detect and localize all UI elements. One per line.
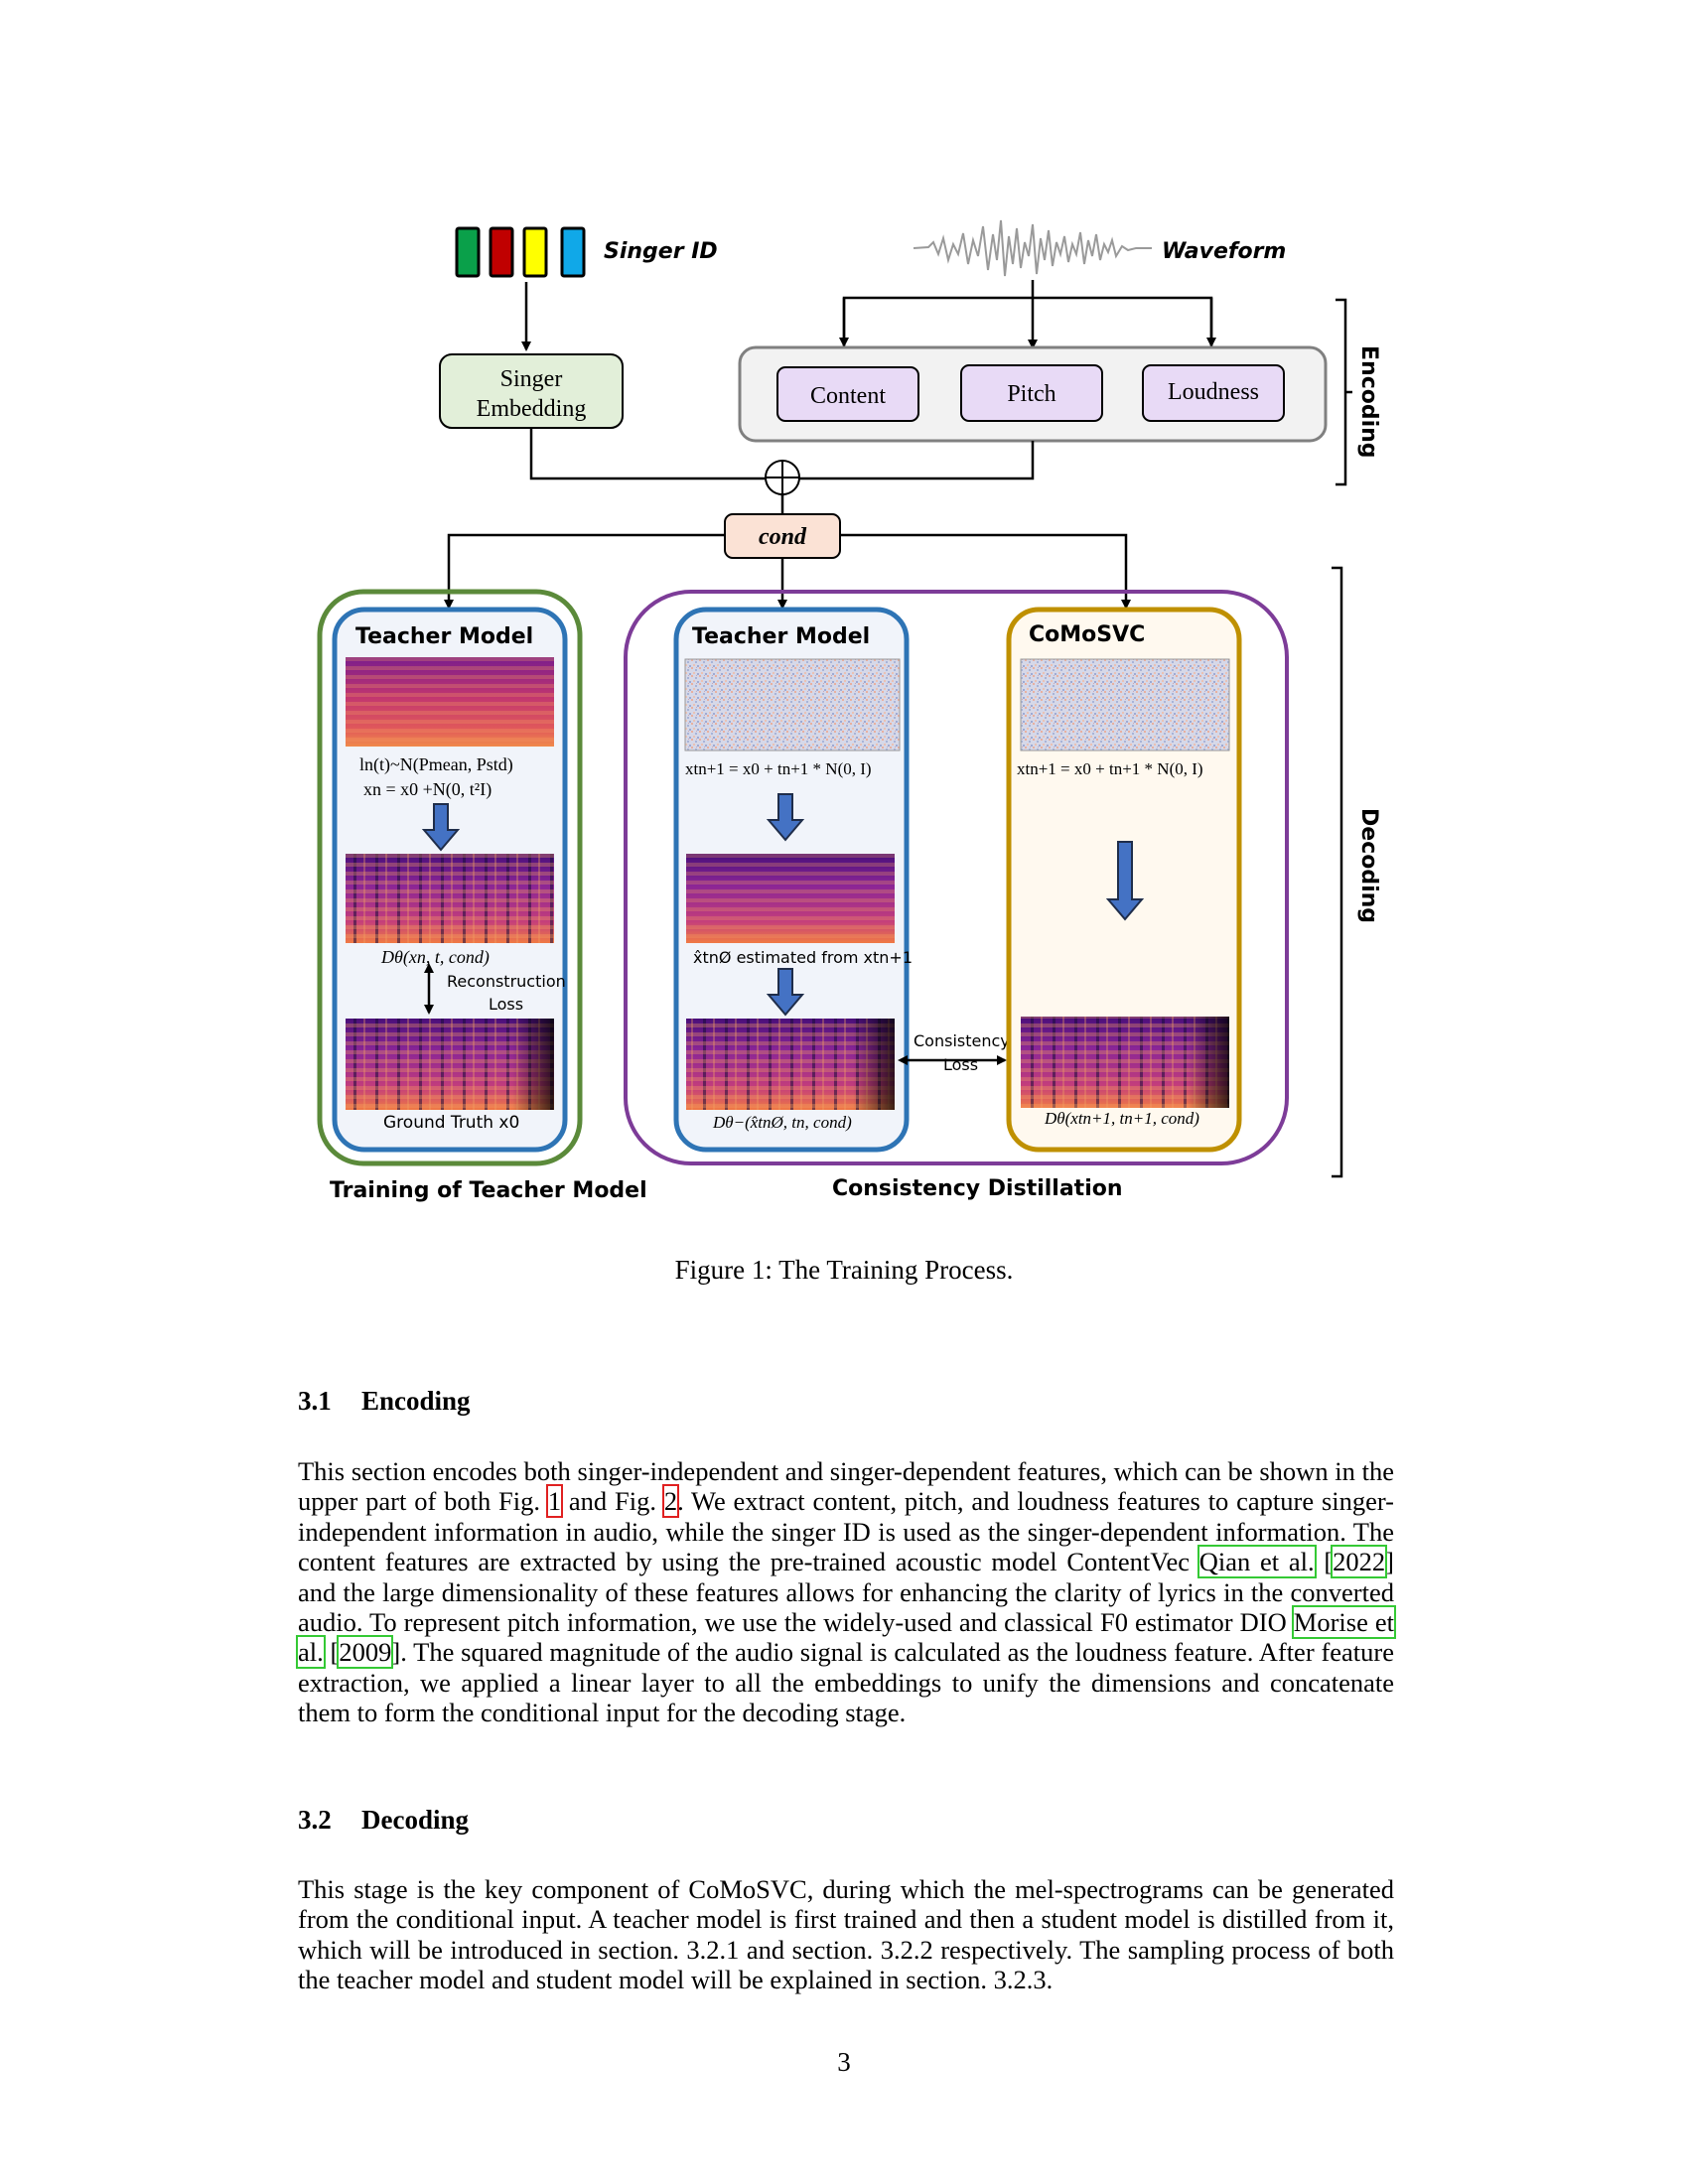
singer-embedding-line1: Singer <box>500 366 563 392</box>
content-box <box>776 366 919 422</box>
text-span: [ <box>323 1637 340 1668</box>
teacher-training-outer-box <box>317 589 583 1166</box>
citation-year-link[interactable]: 2009 <box>337 1635 394 1670</box>
section-3-1-paragraph: This section encodes both singer-indepen… <box>296 1456 1396 1728</box>
comosvc-title: CoMoSVC <box>1029 622 1145 647</box>
spectrogram-output-right <box>1021 1017 1229 1108</box>
waveform-label: Waveform <box>1162 239 1286 264</box>
text-span: [ <box>1314 1547 1334 1577</box>
eq-left-1: ln(t)~N(Pmean, Pstd) <box>359 754 513 775</box>
spectrogram-denoised-left <box>346 854 554 943</box>
concat-icon <box>765 460 800 495</box>
consistency-loss-line1: Consistency <box>914 1031 1010 1050</box>
noise-spectrogram-mid <box>684 658 901 751</box>
eq-left-2: xn = x0 +N(0, t²I) <box>363 779 492 800</box>
training-teacher-label: Training of Teacher Model <box>330 1178 647 1203</box>
down-arrow-mid-1 <box>766 793 805 842</box>
fig-ref-link[interactable]: 2 <box>661 1484 680 1519</box>
section-3-1-heading: 3.1 Encoding <box>298 1386 471 1417</box>
spectrogram-estimated-mid <box>686 854 895 943</box>
waveform-icon <box>913 219 1152 277</box>
singer-id-bar-red <box>489 226 514 278</box>
section-number: 3.1 <box>298 1386 332 1416</box>
training-process-figure: Singer ID Waveform Singer Embedding Cont… <box>317 219 1381 1203</box>
spectrogram-noisy-input <box>346 657 554 747</box>
text-span: ]. The squared magnitude of the audio si… <box>298 1637 1394 1728</box>
consistency-distillation-outer-box <box>624 590 1289 1165</box>
noise-spectrogram-right <box>1020 658 1230 751</box>
text-span: ] and the large dimensionality of these … <box>298 1547 1394 1638</box>
fig-ref-link[interactable]: 1 <box>545 1484 564 1519</box>
decoding-bracket <box>1332 566 1343 1178</box>
pitch-box <box>960 364 1103 422</box>
text-span: . We extract content, pitch, and loudnes… <box>298 1486 1394 1577</box>
down-arrow-mid-2 <box>766 968 805 1017</box>
down-arrow-right <box>1105 841 1145 921</box>
figure-caption: Figure 1: The Training Process. <box>674 1255 1014 1285</box>
encoding-bracket <box>1336 298 1347 486</box>
eq-right-2: Dθ(xtn+1, tn+1, cond) <box>1044 1109 1199 1128</box>
eq-mid-1: xtn+1 = x0 + tn+1 * N(0, I) <box>685 759 872 778</box>
section-number: 3.2 <box>298 1805 332 1835</box>
text-span: This section encodes both singer-indepen… <box>298 1456 1394 1517</box>
consistency-distillation-label: Consistency Distillation <box>832 1176 1123 1201</box>
teacher-model-left-title: Teacher Model <box>355 624 533 649</box>
singer-id-bars <box>455 226 586 278</box>
reconstruction-loss-line2: Loss <box>489 995 523 1014</box>
singer-embedding-line2: Embedding <box>477 396 587 422</box>
loudness-box <box>1142 364 1285 422</box>
spectrogram-ground-truth <box>346 1019 554 1110</box>
singer-id-label: Singer ID <box>604 239 718 264</box>
consistency-loss-line2: Loss <box>943 1055 978 1074</box>
decoding-label: Decoding <box>1356 808 1381 923</box>
page-number: 3 <box>837 2047 851 2077</box>
pitch-label: Pitch <box>1007 381 1055 407</box>
eq-right-1: xtn+1 = x0 + tn+1 * N(0, I) <box>1017 759 1203 778</box>
eq-mid-3: Dθ−(x̂tnØ, tn, cond) <box>712 1113 852 1132</box>
section-title: Decoding <box>361 1805 469 1835</box>
spectrogram-target-mid <box>686 1019 895 1110</box>
singer-id-bar-blue <box>560 226 586 278</box>
section-title: Encoding <box>361 1386 471 1416</box>
eq-mid-2: x̂tnØ estimated from xtn+1 <box>693 948 913 967</box>
citation-year-link[interactable]: 2022 <box>1331 1545 1388 1579</box>
singer-id-bar-yellow <box>522 226 548 278</box>
singer-id-bar-green <box>455 226 481 278</box>
text-span: and Fig. <box>561 1486 664 1517</box>
encoding-label: Encoding <box>1356 345 1381 459</box>
loudness-label: Loudness <box>1168 379 1259 405</box>
down-arrow-left-1 <box>421 803 461 852</box>
eq-left-3: Dθ(xn, t, cond) <box>380 947 490 968</box>
cond-label: cond <box>759 524 807 550</box>
citation-link[interactable]: Morise et al. <box>296 1605 1396 1670</box>
teacher-model-mid-title: Teacher Model <box>692 624 870 649</box>
content-label: Content <box>810 383 886 409</box>
citation-link[interactable]: Qian et al. <box>1196 1545 1317 1579</box>
section-3-2-paragraph: This stage is the key component of CoMoS… <box>298 1874 1394 1995</box>
reconstruction-loss-line1: Reconstruction <box>447 972 566 991</box>
ground-truth-label: Ground Truth x0 <box>383 1113 519 1133</box>
section-3-2-heading: 3.2 Decoding <box>298 1805 469 1836</box>
